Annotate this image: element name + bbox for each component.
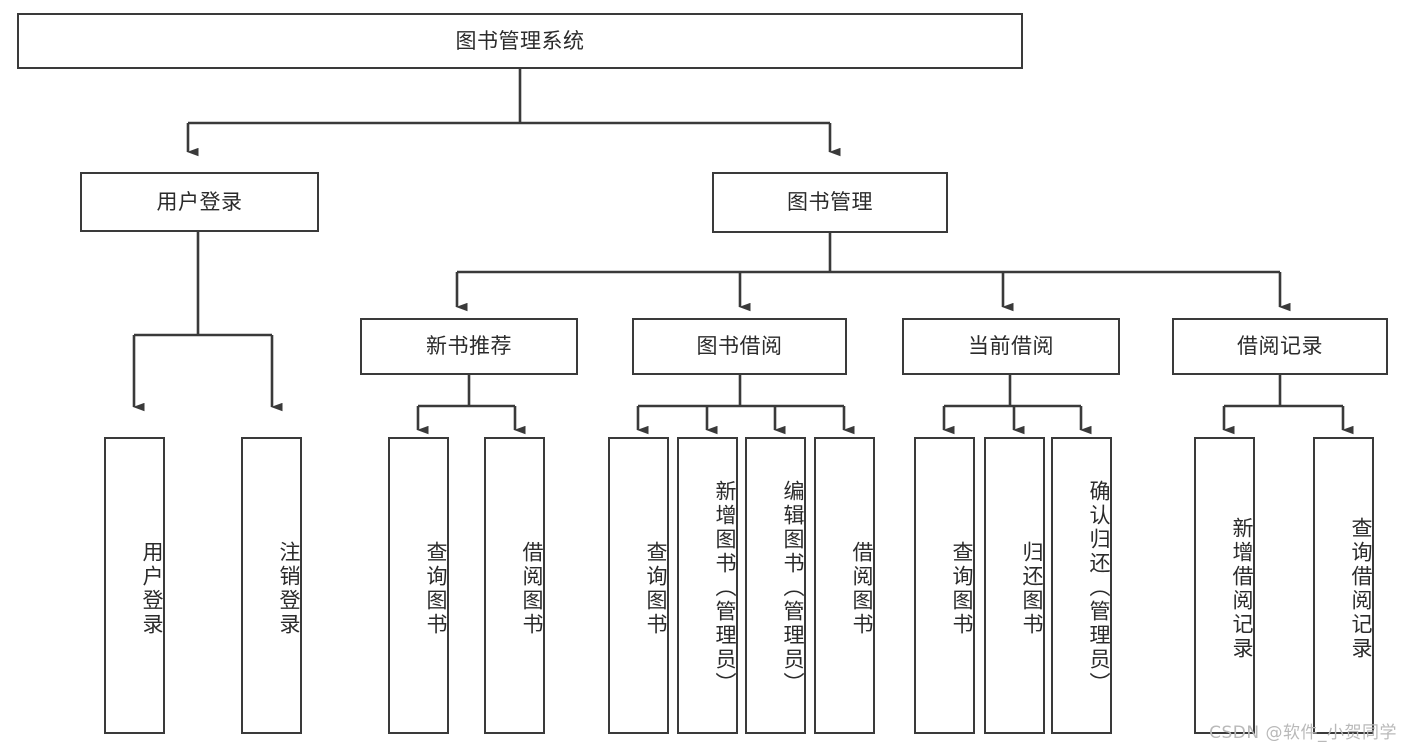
node-label: 查询图书 <box>424 540 448 637</box>
leaf-current-query-book[interactable]: 查询图书 <box>914 437 975 734</box>
node-label: 新书推荐 <box>426 334 512 359</box>
leaf-current-confirm-return-admin[interactable]: 确认归还（管理员） <box>1051 437 1112 734</box>
node-current-borrow[interactable]: 当前借阅 <box>902 318 1120 375</box>
node-label: 用户登录 <box>156 189 243 214</box>
node-label: 查询图书 <box>950 540 974 637</box>
leaf-current-return-book[interactable]: 归还图书 <box>984 437 1045 734</box>
node-label: 归还图书 <box>1020 540 1044 637</box>
node-label: 借阅图书 <box>520 540 544 637</box>
node-label: 用户登录 <box>140 540 164 637</box>
leaf-recommend-borrow-book[interactable]: 借阅图书 <box>484 437 545 734</box>
leaf-borrow-borrow-book[interactable]: 借阅图书 <box>814 437 875 734</box>
leaf-user-login-logout[interactable]: 注销登录 <box>241 437 302 734</box>
watermark-text: CSDN @软件_小贺同学 <box>1209 723 1397 743</box>
node-user-login[interactable]: 用户登录 <box>80 172 319 232</box>
leaf-borrow-edit-book-admin[interactable]: 编辑图书（管理员） <box>745 437 806 734</box>
leaf-user-login-login[interactable]: 用户登录 <box>104 437 165 734</box>
node-root-system[interactable]: 图书管理系统 <box>17 13 1023 69</box>
node-label: 图书管理系统 <box>455 28 585 53</box>
node-label: 图书管理 <box>787 190 873 215</box>
leaf-borrow-query-book[interactable]: 查询图书 <box>608 437 669 734</box>
leaf-record-query-record[interactable]: 查询借阅记录 <box>1313 437 1374 734</box>
leaf-recommend-query-book[interactable]: 查询图书 <box>388 437 449 734</box>
node-label: 注销登录 <box>277 540 301 637</box>
leaf-record-add-record[interactable]: 新增借阅记录 <box>1194 437 1255 734</box>
node-label: 当前借阅 <box>968 334 1054 359</box>
node-new-book-recommend[interactable]: 新书推荐 <box>360 318 578 375</box>
node-borrow-record[interactable]: 借阅记录 <box>1172 318 1388 375</box>
node-book-borrow[interactable]: 图书借阅 <box>632 318 847 375</box>
node-label: 借阅记录 <box>1237 334 1323 359</box>
node-label: 查询借阅记录 <box>1349 516 1373 661</box>
node-label: 编辑图书（管理员） <box>781 479 805 696</box>
node-label: 新增图书（管理员） <box>713 479 737 696</box>
node-label: 图书借阅 <box>696 334 783 359</box>
node-label: 确认归还（管理员） <box>1087 479 1111 696</box>
node-label: 新增借阅记录 <box>1230 516 1254 661</box>
leaf-borrow-add-book-admin[interactable]: 新增图书（管理员） <box>677 437 738 734</box>
node-book-management[interactable]: 图书管理 <box>712 172 948 233</box>
node-label: 查询图书 <box>644 540 668 637</box>
node-label: 借阅图书 <box>850 540 874 637</box>
